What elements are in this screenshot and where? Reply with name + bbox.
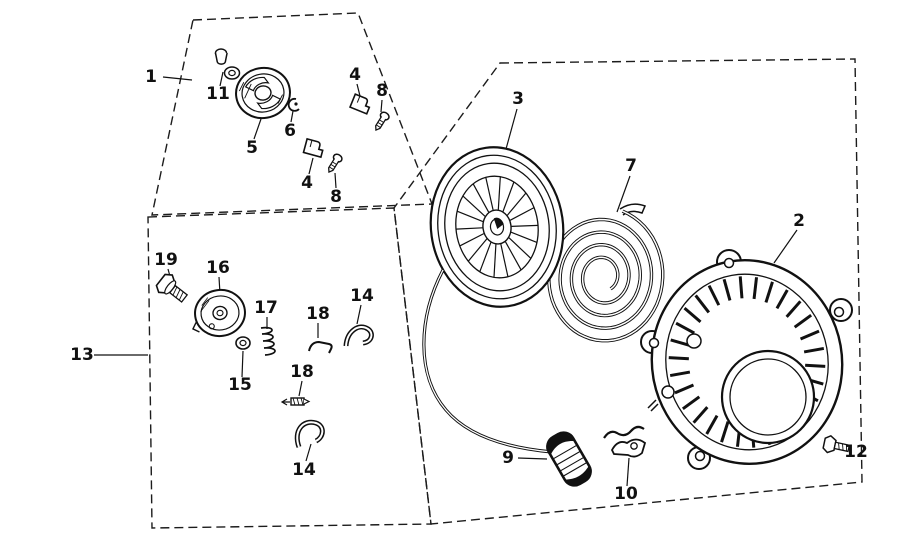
- starter-rope: [422, 269, 553, 454]
- group-box-13: [147, 207, 432, 529]
- part-9-starter-grip: [546, 431, 592, 487]
- part-4-ratchet-guide-lower: [302, 137, 324, 159]
- case-boss: [686, 333, 702, 349]
- part-8-screw-upper: [375, 111, 390, 132]
- part-16-guide-plate: [192, 288, 246, 338]
- part-18-screw-lower: [280, 397, 311, 406]
- part-11-setting-bolt: [214, 48, 241, 80]
- case-rope-eyelet: [661, 385, 675, 399]
- part-19-flange-bolt: [155, 273, 189, 303]
- part-15-washer: [235, 336, 251, 350]
- group-box-main: [393, 58, 863, 525]
- part-5-friction-plate: [235, 66, 291, 120]
- part-4-ratchet-guide-upper: [348, 93, 371, 115]
- part-10-rope-guide: [603, 425, 647, 458]
- part-7-recoil-spring: [547, 203, 665, 343]
- part-14-rope-guide-upper: [343, 324, 374, 347]
- part-3-starter-pulley: [429, 146, 565, 308]
- part-18-clip-upper: [308, 340, 333, 354]
- part-12-bolt: [822, 434, 851, 454]
- part-14-rope-guide-lower: [294, 419, 325, 448]
- part-2-recoil-case: [640, 249, 853, 470]
- part-8-screw-lower: [328, 153, 343, 174]
- part-6-circlip: [287, 97, 300, 112]
- part-17-friction-spring: [260, 326, 276, 356]
